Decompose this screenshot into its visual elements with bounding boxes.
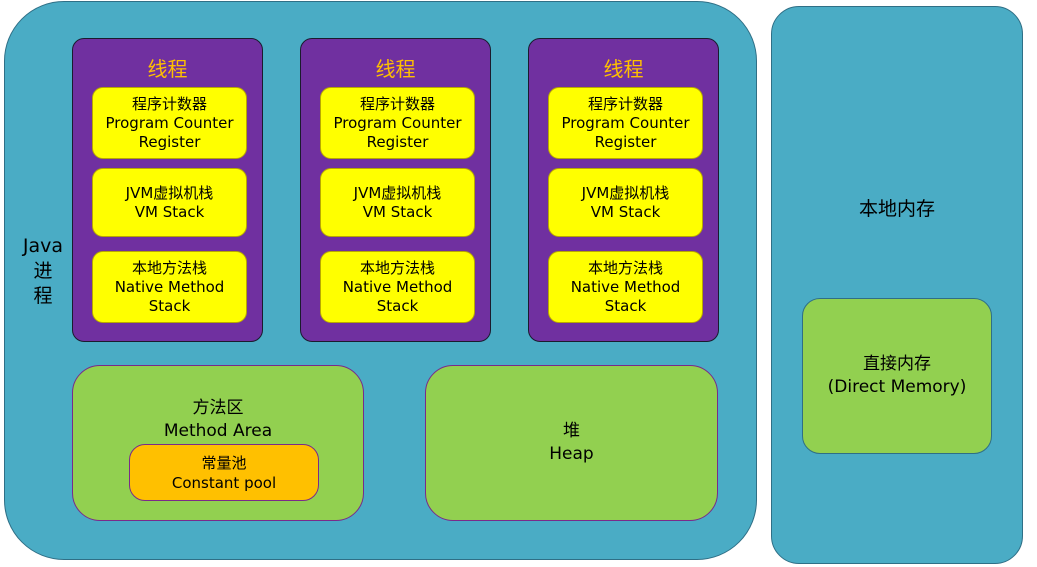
constant-pool-box: 常量池 Constant pool — [129, 444, 319, 501]
vm-stack-box: JVM虚拟机栈 VM Stack — [320, 168, 475, 237]
direct-memory-zh: 直接内存 — [863, 354, 931, 374]
native-memory-title: 本地内存 — [858, 198, 935, 220]
thread-title: 线程 — [603, 57, 644, 81]
program-counter-en: Program Counter — [561, 113, 690, 132]
native-method-stack-en-2: Stack — [148, 296, 191, 315]
program-counter-box: 程序计数器 Program Counter Register — [548, 87, 703, 159]
heap-en: Heap — [549, 444, 594, 464]
vm-stack-zh: JVM虚拟机栈 — [125, 183, 214, 202]
constant-pool-en: Constant pool — [171, 473, 277, 492]
method-area-en: Method Area — [163, 421, 273, 441]
native-method-stack-en: Native Method — [114, 277, 225, 296]
native-method-stack-box: 本地方法栈 Native Method Stack — [92, 251, 247, 323]
method-area-zh: 方法区 — [192, 398, 244, 418]
thread-box-3: 线程 程序计数器 Program Counter Register JVM虚拟机… — [528, 38, 719, 342]
heap-zh: 堆 — [563, 421, 580, 441]
native-method-stack-zh: 本地方法栈 — [359, 258, 435, 277]
native-method-stack-en-2: Stack — [376, 296, 419, 315]
thread-box-2: 线程 程序计数器 Program Counter Register JVM虚拟机… — [300, 38, 491, 342]
program-counter-box: 程序计数器 Program Counter Register — [92, 87, 247, 159]
vm-stack-zh: JVM虚拟机栈 — [353, 183, 442, 202]
native-method-stack-box: 本地方法栈 Native Method Stack — [320, 251, 475, 323]
vm-stack-en: VM Stack — [362, 202, 433, 221]
program-counter-box: 程序计数器 Program Counter Register — [320, 87, 475, 159]
program-counter-en: Program Counter — [105, 113, 234, 132]
native-method-stack-zh: 本地方法栈 — [131, 258, 207, 277]
vm-stack-en: VM Stack — [134, 202, 205, 221]
program-counter-zh: 程序计数器 — [587, 94, 663, 113]
native-method-stack-box: 本地方法栈 Native Method Stack — [548, 251, 703, 323]
java-process-label: Java 进 程 — [22, 235, 64, 307]
vm-stack-box: JVM虚拟机栈 VM Stack — [548, 168, 703, 237]
program-counter-zh: 程序计数器 — [131, 94, 207, 113]
native-method-stack-en-2: Stack — [604, 296, 647, 315]
heap-box: 堆 Heap — [425, 365, 718, 521]
program-counter-zh: 程序计数器 — [359, 94, 435, 113]
vm-stack-zh: JVM虚拟机栈 — [581, 183, 670, 202]
constant-pool-zh: 常量池 — [201, 453, 247, 472]
program-counter-en-2: Register — [594, 132, 657, 151]
thread-box-1: 线程 程序计数器 Program Counter Register JVM虚拟机… — [72, 38, 263, 342]
native-memory-region — [771, 6, 1023, 564]
vm-stack-box: JVM虚拟机栈 VM Stack — [92, 168, 247, 237]
native-method-stack-en: Native Method — [342, 277, 453, 296]
program-counter-en-2: Register — [138, 132, 201, 151]
vm-stack-en: VM Stack — [590, 202, 661, 221]
native-method-stack-en: Native Method — [570, 277, 681, 296]
thread-title: 线程 — [375, 57, 416, 81]
direct-memory-en: (Direct Memory) — [827, 377, 967, 397]
program-counter-en: Program Counter — [333, 113, 462, 132]
thread-title: 线程 — [147, 57, 188, 81]
direct-memory-box: 直接内存 (Direct Memory) — [802, 298, 992, 454]
program-counter-en-2: Register — [366, 132, 429, 151]
native-method-stack-zh: 本地方法栈 — [587, 258, 663, 277]
